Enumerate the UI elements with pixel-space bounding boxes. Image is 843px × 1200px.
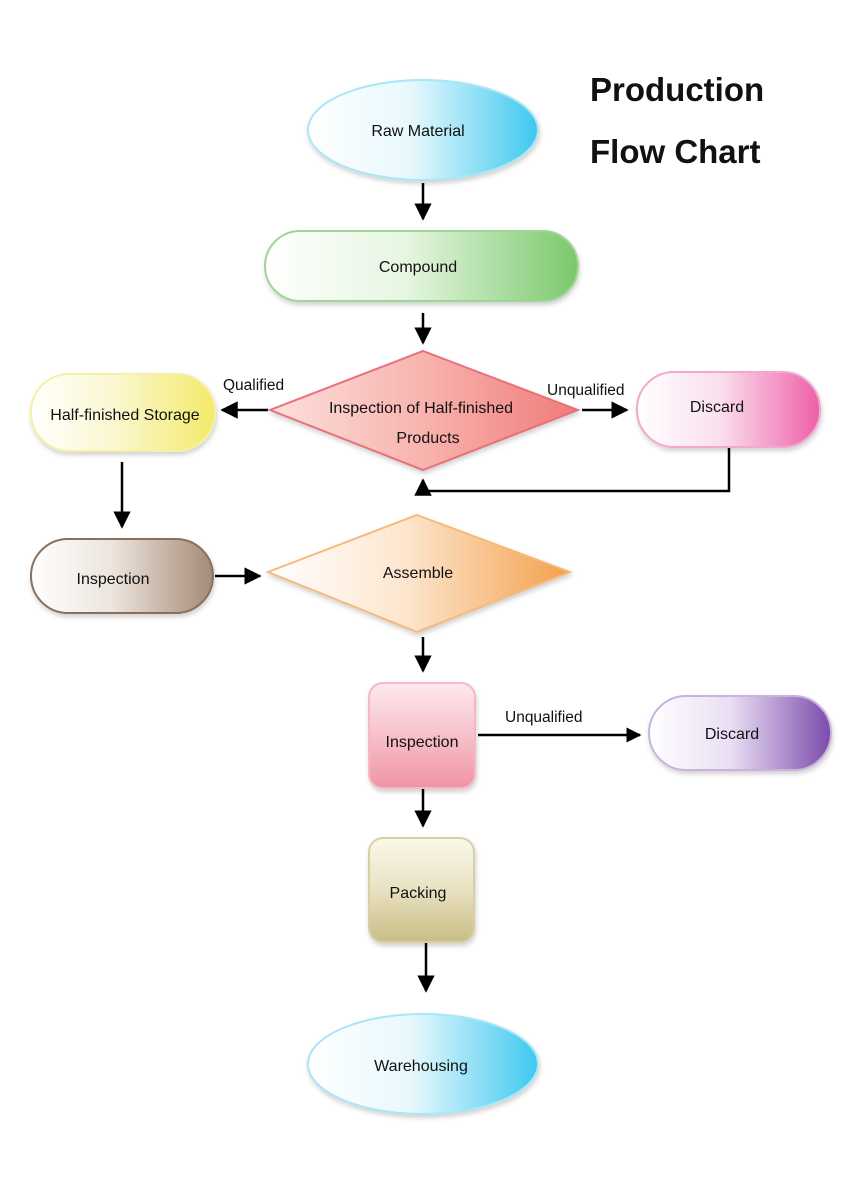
connectors	[113, 183, 731, 993]
node-half-finished-storage[interactable]	[30, 373, 216, 452]
node-warehousing-label: Warehousing	[374, 1058, 468, 1075]
node-discard-2[interactable]	[648, 695, 832, 771]
node-half-finished-storage-label: Half-finished Storage	[50, 407, 200, 424]
node-inspection-half-finished-label-1: Inspection of Half-finished	[329, 400, 513, 417]
title-line-2: Flow Chart	[590, 133, 761, 170]
node-raw-material-label: Raw Material	[371, 123, 464, 140]
node-compound[interactable]	[264, 230, 579, 302]
chart-title: Production Flow Chart	[590, 71, 764, 170]
node-discard-2-label: Discard	[705, 726, 759, 743]
node-inspection-2[interactable]	[368, 682, 476, 789]
node-assemble[interactable]	[265, 513, 573, 634]
node-inspection-half-finished[interactable]	[267, 349, 581, 472]
node-warehousing[interactable]	[307, 1013, 539, 1115]
node-inspection-1[interactable]	[30, 538, 214, 614]
node-raw-material[interactable]	[307, 79, 539, 181]
node-inspection-1-label: Inspection	[77, 571, 150, 588]
node-discard-1-label: Discard	[690, 399, 744, 416]
node-packing[interactable]	[368, 837, 475, 943]
title-line-1: Production	[590, 71, 764, 108]
node-compound-label: Compound	[379, 259, 457, 276]
return-line-discard-1	[414, 445, 731, 496]
edge-label-qualified: Qualified	[223, 377, 284, 394]
node-packing-label: Packing	[390, 885, 447, 902]
node-inspection-2-label: Inspection	[386, 734, 459, 751]
node-inspection-half-finished-label-2: Products	[396, 430, 459, 447]
node-assemble-label: Assemble	[383, 565, 453, 582]
node-discard-1[interactable]	[636, 371, 821, 448]
edge-label-unqualified-1: Unqualified	[547, 382, 625, 399]
edge-label-unqualified-2: Unqualified	[505, 709, 583, 726]
